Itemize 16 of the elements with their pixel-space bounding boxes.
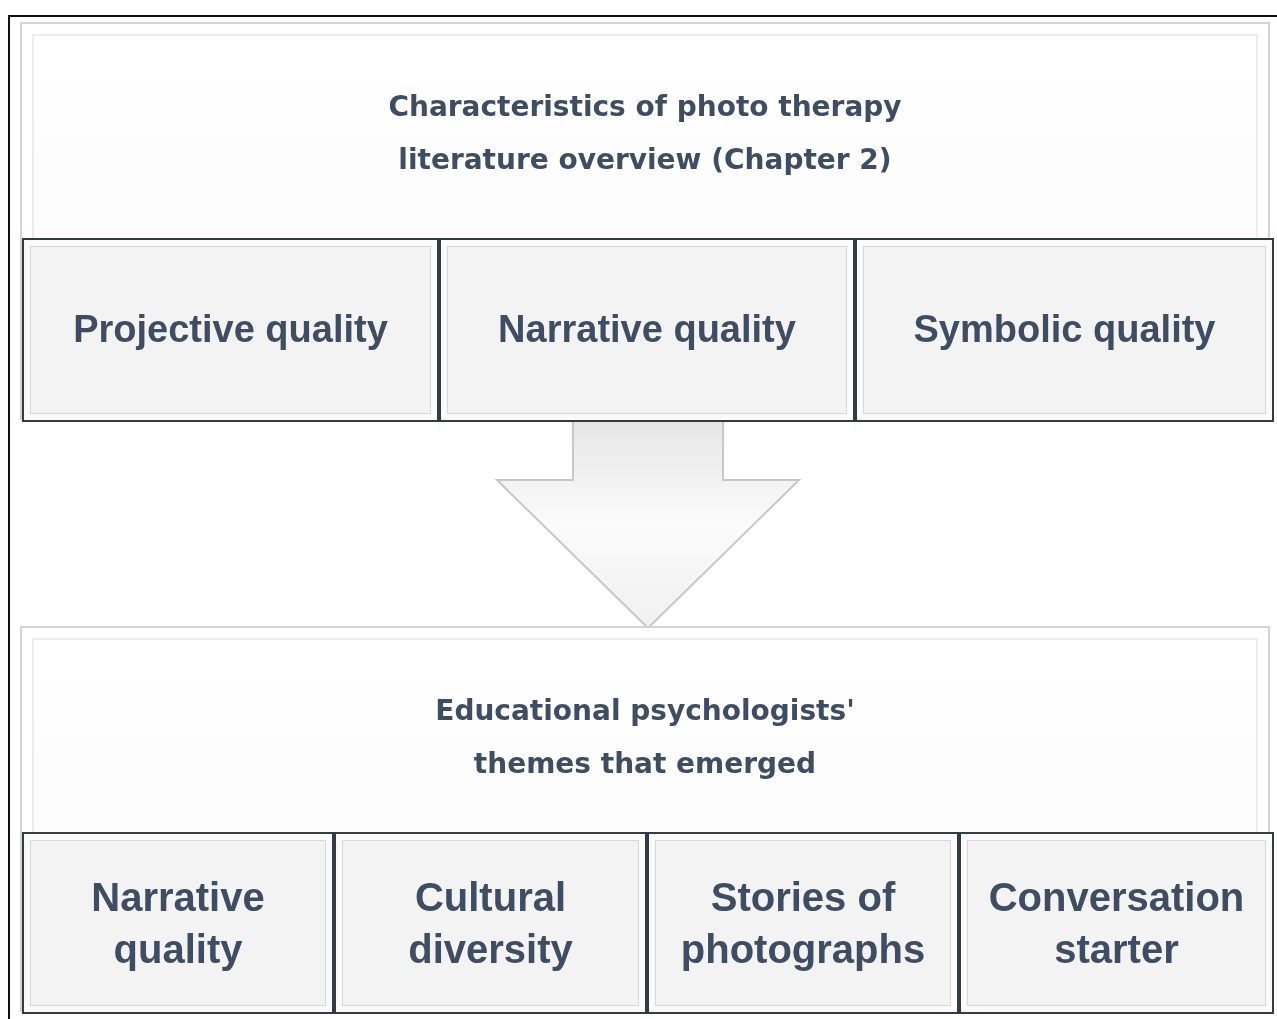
category-box <box>855 238 1274 422</box>
category-label: Stories of photographs <box>679 874 927 973</box>
category-label: Narrative quality <box>90 874 266 973</box>
category-box <box>647 832 959 1014</box>
category-label: Cultural diversity <box>407 874 574 973</box>
category-label: Symbolic quality <box>912 307 1217 353</box>
section-heading: Educational psychologists' themes that emerged <box>434 693 856 782</box>
category-box <box>22 832 334 1014</box>
category-label: Narrative quality <box>497 307 797 353</box>
category-box <box>439 238 855 422</box>
category-box <box>22 238 439 422</box>
category-box <box>334 832 647 1014</box>
category-box <box>959 832 1274 1014</box>
section-heading: Characteristics of photo therapy literature overview (Chapter 2) <box>387 89 903 178</box>
category-label: Conversation starter <box>987 874 1246 973</box>
category-label: Projective quality <box>72 307 389 353</box>
